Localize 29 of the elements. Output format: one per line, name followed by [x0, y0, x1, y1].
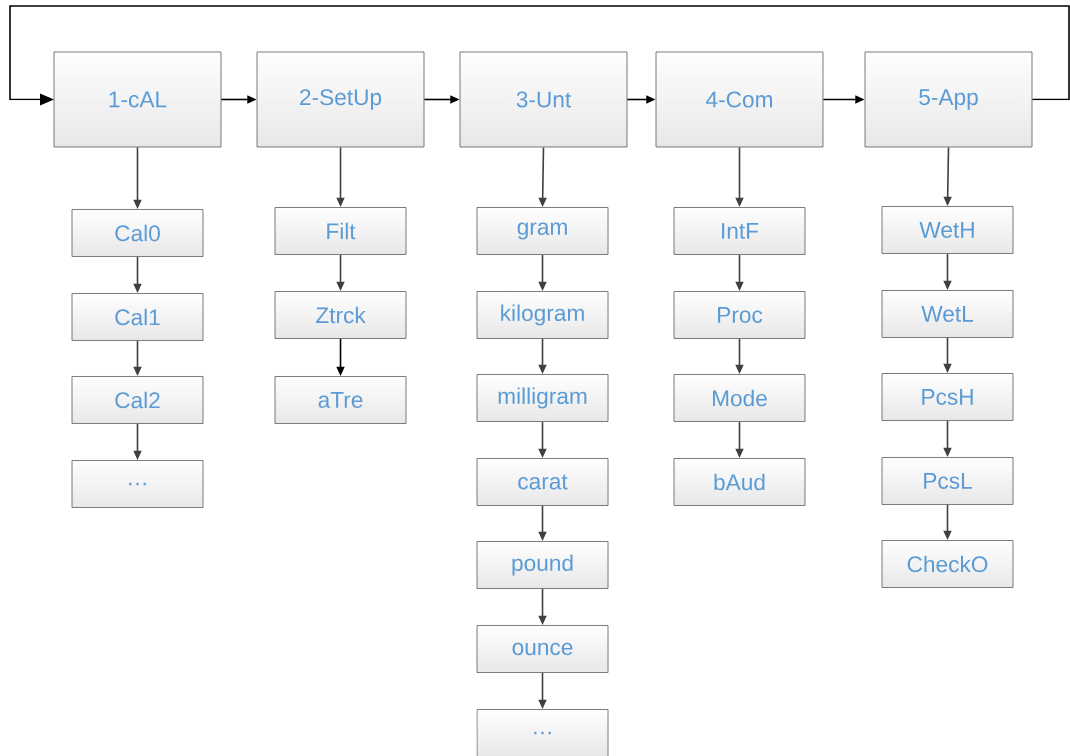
- option-box: Mode: [673, 374, 806, 422]
- option-box: PcsH: [881, 373, 1014, 421]
- option-box: …: [476, 709, 609, 756]
- option-box: IntF: [673, 207, 806, 255]
- option-box: carat: [476, 458, 609, 506]
- menu-box: 2-SetUp: [256, 51, 425, 148]
- option-box: Ztrck: [274, 291, 407, 339]
- option-box: Cal0: [71, 209, 204, 257]
- arrow: [9, 5, 1070, 106]
- option-box: Filt: [274, 207, 407, 255]
- option-box: kilogram: [476, 291, 609, 339]
- option-box: PcsL: [881, 457, 1014, 505]
- menu-box: 5-App: [864, 51, 1033, 148]
- option-box: gram: [476, 207, 609, 255]
- option-box: pound: [476, 541, 609, 589]
- menu-box: 3-Unt: [459, 51, 628, 148]
- option-box: ounce: [476, 625, 609, 673]
- option-box: Proc: [673, 291, 806, 339]
- option-box: aTre: [274, 376, 407, 424]
- option-box: milligram: [476, 374, 609, 422]
- option-box: Cal2: [71, 376, 204, 424]
- menu-box: 1-cAL: [53, 51, 222, 148]
- option-box: CheckO: [881, 540, 1014, 588]
- option-box: …: [71, 460, 204, 508]
- option-box: bAud: [673, 458, 806, 506]
- option-box: Cal1: [71, 293, 204, 341]
- menu-box: 4-Com: [655, 51, 824, 148]
- option-box: WetL: [881, 290, 1014, 338]
- option-box: WetH: [881, 206, 1014, 254]
